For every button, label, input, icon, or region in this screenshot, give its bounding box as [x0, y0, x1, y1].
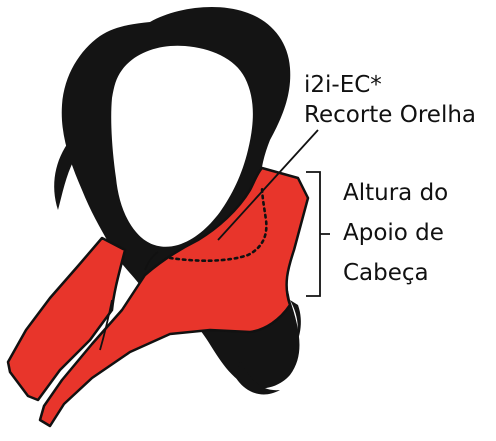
dimension-label-line2: Apoio de [343, 220, 444, 246]
dimension-label-line1: Altura do [343, 180, 448, 206]
callout-label-model: i2i-EC* [304, 72, 382, 98]
callout-leader-line [217, 129, 319, 241]
ear-cutout-dotted [168, 184, 268, 262]
head-support [6, 166, 310, 428]
height-dimension-bracket [306, 171, 330, 297]
callout-label-ear-cut: Recorte Orelha [304, 102, 476, 128]
face-outline [111, 45, 253, 247]
dimension-label-line3: Cabeça [343, 260, 429, 286]
